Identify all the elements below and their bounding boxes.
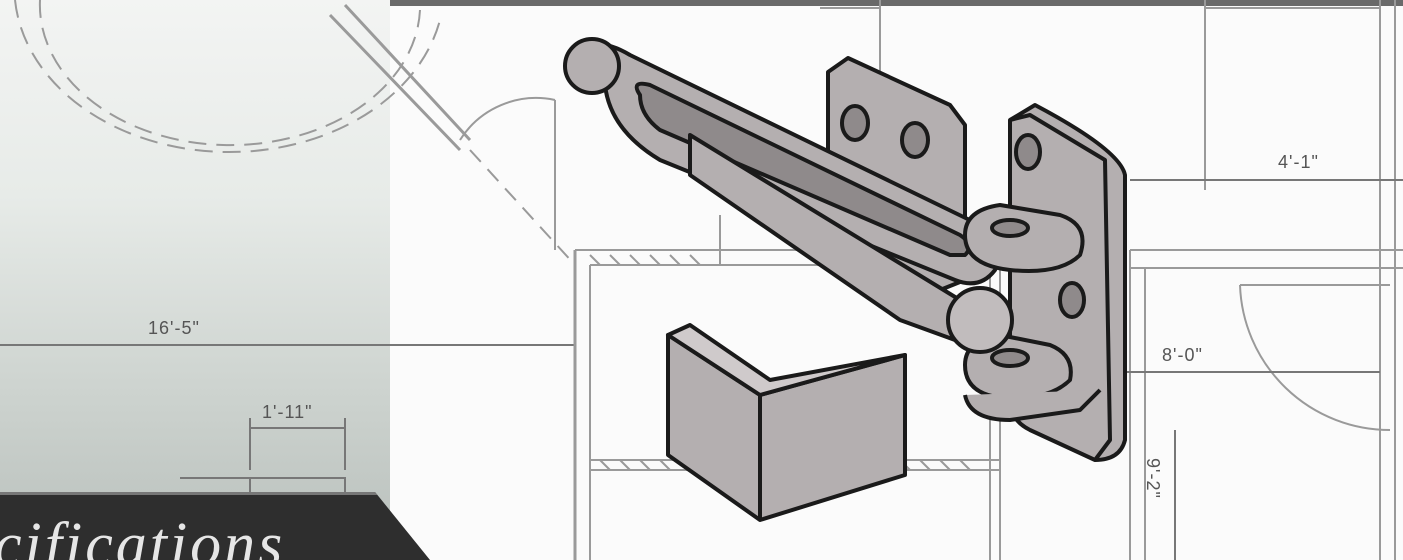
dimension-label: 4'-1"	[1278, 152, 1319, 172]
dimension-label: 8'-0"	[1162, 345, 1203, 365]
title-banner	[0, 492, 430, 560]
top-border	[0, 0, 1403, 6]
dimension-label: 1'-11"	[262, 402, 313, 422]
left-gradient-panel	[0, 0, 390, 560]
dimension-label: 16'-5"	[148, 318, 200, 338]
banner-title: cifications	[0, 511, 286, 560]
